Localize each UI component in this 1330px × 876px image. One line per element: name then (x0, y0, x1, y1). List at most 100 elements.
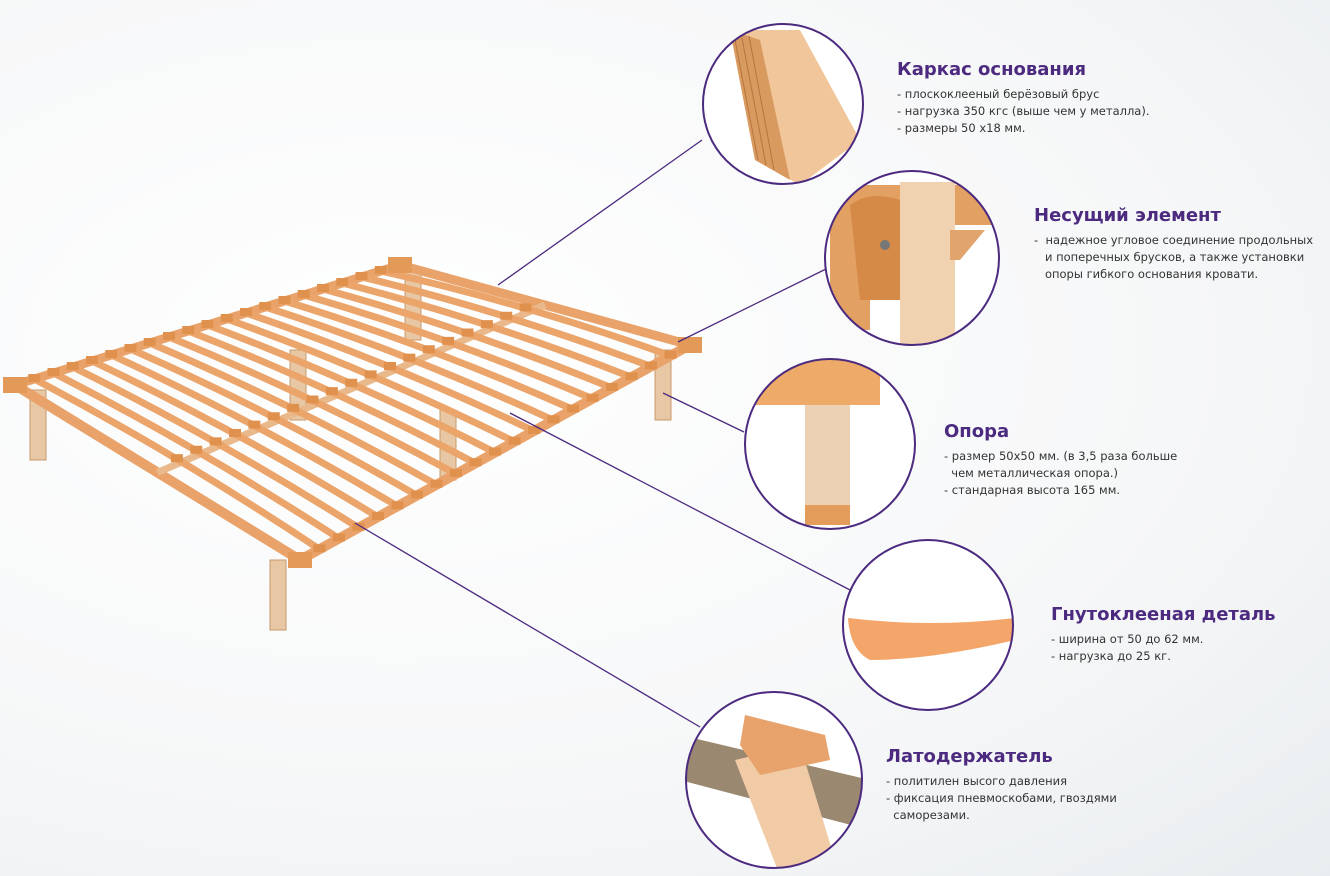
slat-holder (372, 512, 384, 520)
slat-holder (317, 284, 329, 292)
slat-holder (411, 490, 423, 499)
feature-item: и поперечных брусков, а также установки (1034, 250, 1305, 264)
slat-holder (391, 501, 404, 510)
slat-holder (333, 533, 345, 542)
slat-holder (430, 479, 443, 488)
feature-item: саморезами. (886, 808, 970, 822)
feature-item: - надежное угловое соединение продольных (1034, 233, 1314, 247)
slat-holder (182, 326, 195, 334)
slat-holder (28, 374, 41, 382)
connector-line-leg (662, 392, 745, 433)
slat-holder (259, 302, 272, 310)
slat-holder (461, 328, 474, 337)
slat-holder (170, 454, 183, 463)
feature-item: опоры гибкого основания кровати. (1034, 267, 1259, 281)
slat-holder (66, 362, 79, 370)
corner-element (3, 377, 27, 393)
connector-lines (354, 139, 851, 728)
slat-holder (267, 412, 280, 421)
slat-holder (313, 544, 326, 553)
feature-item: чем металлическая опора.) (944, 466, 1119, 480)
slat-holder (229, 429, 241, 437)
slat-holder (287, 403, 300, 412)
slat-holder (220, 314, 233, 322)
bed-leg (29, 389, 47, 461)
slat-holder (336, 278, 349, 286)
slat-holder (47, 368, 60, 376)
connector-line-frame (497, 139, 703, 286)
slat-holder (500, 311, 513, 320)
slat-holder (450, 469, 462, 477)
feature-title: Латодержатель (886, 746, 1053, 767)
feature-title: Гнутоклееная деталь (1051, 604, 1276, 625)
slat-holder (209, 437, 222, 446)
feature-title: Несущий элемент (1034, 205, 1221, 226)
feature-leg: Опора - размер 50х50 мм. (в 3,5 раза бол… (944, 421, 1177, 499)
feature-title: Опора (944, 421, 1010, 442)
slat-holder (124, 344, 137, 352)
slat-holder (403, 353, 416, 362)
detail-circle-slat-holder (685, 691, 863, 869)
slat-holder (355, 272, 368, 280)
slat-holder (325, 387, 338, 396)
slat-holder (105, 350, 118, 358)
feature-load-bearing: Несущий элемент - надежное угловое соеди… (1034, 205, 1313, 283)
slat-holder (143, 338, 156, 346)
slat-holder (248, 420, 261, 429)
slat-holder (645, 361, 657, 370)
slat-holder (469, 458, 482, 467)
slat-holder (364, 370, 377, 379)
feature-title: Каркас основания (897, 59, 1087, 80)
feature-item: - ширина от 50 до 62 мм. (1051, 632, 1204, 646)
slat-holder (606, 383, 618, 391)
feature-item: - фиксация пневмоскобами, гвоздями (886, 791, 1117, 805)
feature-item: - размер 50х50 мм. (в 3,5 раза больше (944, 449, 1178, 463)
slat-holder (442, 336, 455, 345)
feature-slat: Гнутоклееная деталь - ширина от 50 до 62… (1051, 604, 1276, 665)
slat-holder (384, 362, 396, 370)
corner-element (388, 257, 412, 273)
feature-frame: Каркас основания - плоскоклееный берёзов… (897, 59, 1150, 137)
slat-holder (374, 266, 387, 274)
feature-item: - нагрузка 350 кгс (выше чем у металла). (897, 104, 1150, 118)
corner-element (288, 552, 312, 568)
detail-circle-leg (744, 358, 916, 530)
slat-holder (547, 415, 560, 424)
slat-holder (86, 356, 98, 364)
bed-leg (289, 349, 307, 421)
slat-holder (422, 345, 435, 354)
connector-line-slat (509, 412, 851, 591)
slat-holder (519, 303, 532, 312)
slat-holder (278, 296, 291, 304)
feature-item: - плоскоклееный берёзовый брус (897, 87, 1100, 101)
slat-holder (625, 372, 638, 381)
slat-holder (508, 436, 521, 445)
slat-holder (201, 320, 214, 328)
slat-holder (240, 308, 252, 316)
slat-holder (190, 445, 203, 454)
slat-holder (586, 393, 599, 402)
detail-circle-slat (842, 539, 1014, 711)
slat-holder (306, 395, 319, 404)
slat-holder (664, 350, 677, 359)
slat-holder (297, 290, 310, 298)
slat-holder (163, 332, 175, 340)
feature-slat-holder: Латодержатель - политилен высого давлени… (886, 746, 1117, 824)
slat-holder (480, 320, 493, 329)
feature-item: - размеры 50 х18 мм. (897, 121, 1026, 135)
slat-holder (352, 522, 365, 531)
slat-holder (489, 447, 501, 456)
corner-element (678, 337, 702, 353)
connector-line-corner (677, 267, 829, 343)
feature-item: - стандарная высота 165 мм. (944, 483, 1121, 497)
slat-holder (567, 404, 579, 413)
slat-holder (345, 378, 358, 387)
feature-item: - нагрузка до 25 кг. (1051, 649, 1171, 663)
slat-holder (528, 426, 540, 434)
detail-circle-frame (702, 23, 864, 185)
connector-line-holder (354, 522, 701, 728)
bed-leg (269, 559, 287, 631)
detail-circle-corner (824, 170, 1000, 346)
bed-frame-illustration (3, 257, 702, 631)
